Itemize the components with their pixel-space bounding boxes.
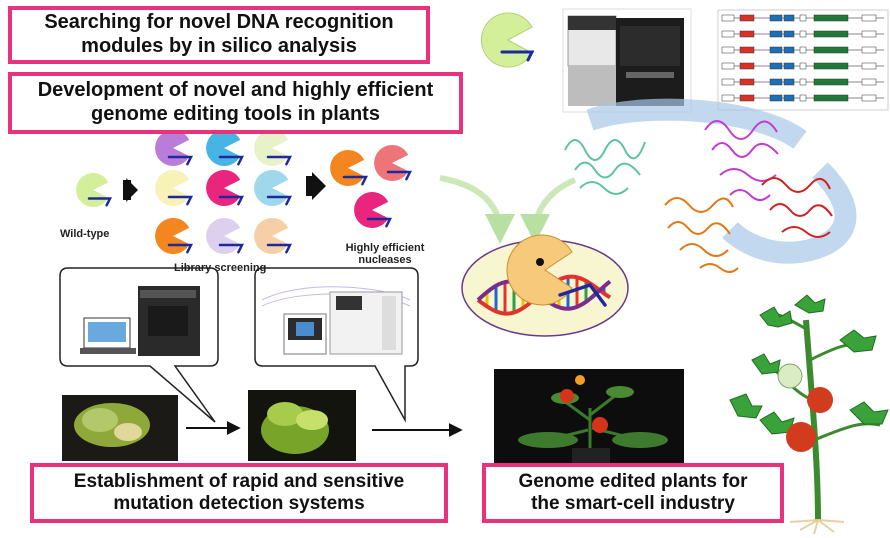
- pacman-icon-search: [480, 12, 535, 68]
- nuclease-dna-ellipse: [461, 234, 629, 337]
- library-nuclease-6: [254, 170, 293, 207]
- gel-imager-image: [80, 286, 200, 356]
- protein-structures-image: [564, 98, 857, 273]
- efficient-nucleases-line-2: nucleases: [358, 254, 412, 266]
- construct-row: [721, 30, 884, 38]
- sequencer-machine-image: [562, 8, 692, 113]
- construct-row: [721, 14, 884, 22]
- library-nuclease-2: [206, 130, 245, 166]
- library-nuclease-7: [155, 217, 194, 254]
- wild-type-label: Wild-type: [60, 228, 110, 240]
- efficient-nuclease-1: [330, 150, 369, 187]
- efficient-nucleases-label: Highly efficient nucleases: [330, 242, 440, 266]
- callus-photo-2: [248, 390, 356, 461]
- development-tools-box: Development of novel and highly efficien…: [8, 72, 463, 134]
- search-modules-box: Searching for novel DNA recognition modu…: [8, 6, 430, 64]
- mutation-detection-box: Establishment of rapid and sensitive mut…: [30, 463, 448, 523]
- search-modules-line-2: modules by in silico analysis: [81, 35, 357, 57]
- gene-construct-map: [717, 9, 889, 111]
- green-curved-arrow-left: [439, 175, 515, 244]
- construct-row: [721, 94, 884, 102]
- library-nuclease-9: [254, 217, 293, 254]
- library-nuclease-5: [206, 170, 245, 207]
- construct-row: [721, 46, 884, 54]
- efficient-nuclease-2: [374, 145, 413, 181]
- mutation-detection-line-2: mutation detection systems: [113, 493, 365, 514]
- search-modules-line-1: Searching for novel DNA recognition: [44, 11, 394, 34]
- left-speech-bubble: [59, 267, 219, 423]
- edited-plant-photo: [494, 369, 684, 465]
- tomato-plant-illustration: [729, 294, 889, 535]
- mutation-detection-line-1: Establishment of rapid and sensitive: [73, 470, 405, 492]
- screening-arrow-2-stem: [306, 176, 314, 196]
- library-nuclease-8: [206, 217, 245, 254]
- development-tools-line-1: Development of novel and highly efficien…: [37, 79, 434, 102]
- genome-edited-plants-box: Genome edited plants for the smart-cell …: [482, 463, 784, 523]
- construct-row: [721, 78, 884, 86]
- efficient-nuclease-3: [354, 192, 393, 228]
- screening-arrow-1-stem: [123, 180, 131, 200]
- development-tools-line-2: genome editing tools in plants: [91, 103, 380, 125]
- library-nuclease-3: [254, 130, 293, 166]
- sequencer-instrument-image: [261, 286, 411, 355]
- right-speech-bubble: [254, 267, 419, 423]
- construct-row: [721, 62, 884, 70]
- genome-edited-line-2: the smart-cell industry: [531, 493, 735, 514]
- genome-edited-line-1: Genome edited plants for: [518, 470, 748, 492]
- screening-arrow-2: [312, 172, 326, 200]
- callus-photo-1: [62, 395, 178, 461]
- nuclease-pacman: [506, 234, 573, 306]
- green-curved-arrow-right: [520, 177, 577, 244]
- nuclease-eye: [536, 258, 544, 266]
- nuclease-screening-group: [76, 130, 413, 254]
- library-nuclease-4: [155, 170, 194, 207]
- nuclease-domain: [558, 282, 607, 307]
- library-nuclease-1: [155, 130, 194, 166]
- wild-type-nuclease: [76, 173, 113, 208]
- efficient-nucleases-line-1: Highly efficient: [345, 242, 425, 254]
- library-screening-label: Library screening: [174, 262, 267, 274]
